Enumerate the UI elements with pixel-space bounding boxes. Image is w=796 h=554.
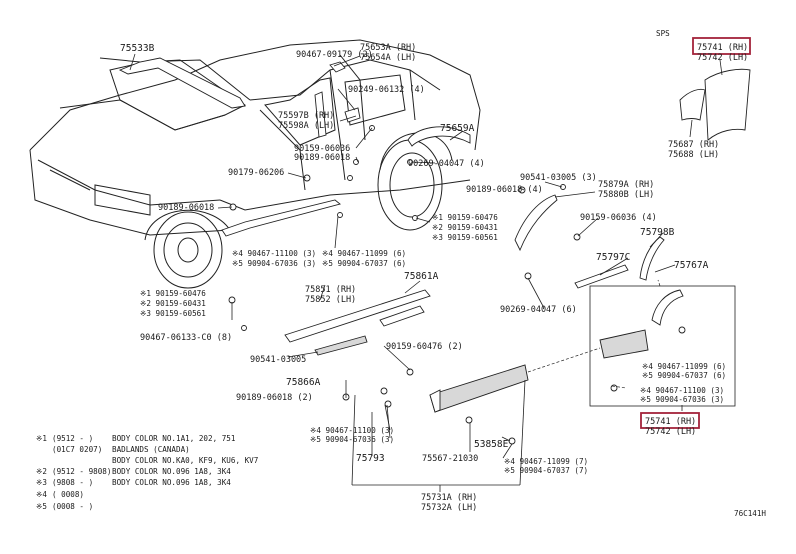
- note-range-4: (9512 - 9808): [52, 467, 111, 476]
- label-75732a: 75732A (LH): [421, 503, 477, 513]
- fender-parts: [514, 68, 751, 392]
- label-90249-06132: 90249-06132 (4): [348, 85, 425, 95]
- note-text-3: BODY COLOR NO.KA0, KF9, KU6, KV7: [112, 456, 258, 465]
- label-75866a: 75866A: [286, 377, 321, 388]
- label-d5-90904-67037: ※5 90904-67037 (7): [504, 466, 588, 475]
- rocker-trim-parts: [228, 289, 529, 445]
- label-90269-04047b: 90269-04047 (6): [500, 305, 577, 315]
- label-r4-90467-11100a: ※4 90467-11100 (3): [232, 249, 316, 258]
- highlight-75741-top: [692, 37, 751, 55]
- label-75798b: 75798B: [640, 227, 675, 238]
- part-labels: 75533B 90467-09179 (2) 75653A (RH) 75654…: [120, 43, 748, 513]
- label-75688: 75688 (LH): [668, 150, 719, 160]
- note-range-2: (01C7 0207): [52, 445, 102, 454]
- note-mark-4: ※2: [36, 467, 47, 476]
- label-75653a: 75653A (RH): [360, 43, 416, 53]
- svg-text:※4: ※4: [36, 490, 47, 499]
- label-90189-06018b: 90189-06018 (4): [466, 185, 543, 195]
- label-75741-bottom: 75741 (RH): [645, 417, 696, 427]
- vehicle-body-drawing: [29, 39, 481, 289]
- note-mark-6: ※4: [36, 490, 47, 499]
- note-text-5: BODY COLOR NO.096 1A8, 3K4: [112, 478, 231, 487]
- note-text-2: BADLANDS (CANADA): [112, 445, 190, 454]
- label-75659a: 75659A: [440, 123, 475, 134]
- svg-text:※3: ※3: [36, 478, 47, 487]
- label-75767a: 75767A: [674, 260, 709, 271]
- label-90189-06018d: 90189-06018 (2): [236, 393, 313, 403]
- label-d4-90467-11099: ※4 90467-11099 (7): [504, 457, 588, 466]
- label-r3-90159-60561: ※3 90159-60561: [432, 233, 498, 242]
- label-75598a: 75598A (LH): [278, 121, 334, 131]
- label-75731a: 75731A (RH): [421, 493, 477, 503]
- label-75879a: 75879A (RH): [598, 180, 654, 190]
- label-75567: 75567-21030: [422, 454, 478, 464]
- note-mark-1: ※1: [36, 434, 47, 443]
- label-75687: 75687 (RH): [668, 140, 719, 150]
- note-range-7: (0008 - ): [52, 502, 93, 511]
- label-90467-06133: 90467-06133-C0 (8): [140, 333, 232, 343]
- label-l2-90159-60431: ※2 90159-60431: [140, 299, 206, 308]
- svg-text:※5: ※5: [36, 502, 47, 511]
- svg-text:※1: ※1: [36, 434, 47, 443]
- label-r2-90159-60431: ※2 90159-60431: [432, 223, 498, 232]
- label-75851: 75851 (RH): [305, 285, 356, 295]
- label-90179-06206: 90179-06206: [228, 168, 284, 178]
- svg-text:※2: ※2: [36, 467, 47, 476]
- label-b5-90904-67037: ※5 90904-67037 (6): [642, 371, 726, 380]
- note-range-1: (9512 - ): [52, 434, 93, 443]
- label-b4-90467-11099: ※4 90467-11099 (6): [642, 362, 726, 371]
- label-90541-03005a: 90541-03005 (3): [520, 173, 597, 183]
- label-75741-top: 75741 (RH): [697, 43, 748, 53]
- label-53858e: 53858E: [474, 439, 509, 450]
- label-75597b: 75597B (RH): [278, 111, 334, 121]
- label-75797c: 75797C: [596, 252, 630, 263]
- label-b4-90467-11100: ※4 90467-11100 (3): [640, 386, 724, 395]
- label-75793: 75793: [356, 453, 385, 464]
- label-90159-06036a: 90159-06036: [294, 144, 350, 154]
- label-l1-90159-60476: ※1 90159-60476: [140, 289, 206, 298]
- figure-code: 76C141H: [734, 509, 766, 518]
- note-range-5: (9808 - ): [52, 478, 93, 487]
- note-text-1: BODY COLOR NO.1A1, 202, 751: [112, 434, 236, 443]
- label-l3-90159-60561: ※3 90159-60561: [140, 309, 206, 318]
- label-c4-90467-11100: ※4 90467-11100 (3): [310, 426, 394, 435]
- detail-box: [589, 285, 736, 407]
- label-90189-06018a: 90189-06018: [294, 153, 350, 163]
- label-r4-90467-11099a: ※4 90467-11099 (6): [322, 249, 406, 258]
- label-90541-03005b: 90541-03005: [250, 355, 306, 365]
- label-b5-90904-67036: ※5 90904-67036 (3): [640, 395, 724, 404]
- label-75533b: 75533B: [120, 43, 155, 54]
- leader-lines: [129, 53, 723, 492]
- note-mark-5: ※3: [36, 478, 47, 487]
- label-r5-90904-67036a: ※5 90904-67036 (3): [232, 259, 316, 268]
- label-r5-90904-67037a: ※5 90904-67037 (6): [322, 259, 406, 268]
- label-90467-09179: 90467-09179 (2): [296, 50, 373, 60]
- label-90159-06036b: 90159-06036 (4): [580, 213, 657, 223]
- label-c5-90904-67036: ※5 90904-67036 (3): [310, 435, 394, 444]
- label-75654a: 75654A (LH): [360, 53, 416, 63]
- label-90269-04047a: 90269-04047 (4): [408, 159, 485, 169]
- label-r1-90159-60476: ※1 90159-60476: [432, 213, 498, 222]
- label-75852: 75852 (LH): [305, 295, 356, 305]
- label-75742-top: 75742 (LH): [697, 53, 748, 63]
- label-90189-06018c: 90189-06018: [158, 203, 214, 213]
- note-range-6: ( 0008): [52, 490, 84, 499]
- label-75861a: 75861A: [404, 271, 439, 282]
- label-90159-60476b: 90159-60476 (2): [386, 342, 463, 352]
- corner-code: SPS: [656, 29, 670, 38]
- footnotes: ※1 (9512 - ) BODY COLOR NO.1A1, 202, 751…: [36, 434, 258, 511]
- label-75742-bottom: 75742 (LH): [645, 427, 696, 437]
- note-mark-7: ※5: [36, 502, 47, 511]
- highlight-75741-bottom: [640, 412, 700, 429]
- note-text-4: BODY COLOR NO.096 1A8, 3K4: [112, 467, 231, 476]
- label-75880b: 75880B (LH): [598, 190, 654, 200]
